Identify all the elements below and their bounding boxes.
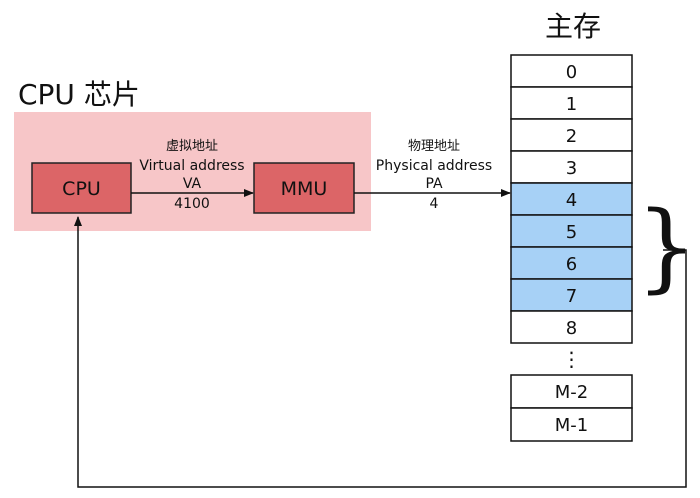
memory-cell-m-1-box bbox=[510, 407, 633, 442]
memory-cell-1-box bbox=[510, 86, 633, 120]
virtual-address-zh: 虚拟地址 bbox=[166, 139, 218, 154]
memory-cell-5-box bbox=[510, 214, 633, 248]
physical-address-value: 4 bbox=[430, 196, 439, 212]
memory-cell-m-1-label: M-1 bbox=[555, 415, 588, 436]
cpu-chip-title: CPU 芯片 bbox=[18, 78, 140, 111]
cpu-label: CPU bbox=[62, 178, 101, 200]
memory-cell-0-label: 0 bbox=[566, 62, 577, 83]
memory-ellipsis: ⋮ bbox=[562, 347, 582, 371]
memory-cell-m-2: M-2 bbox=[510, 374, 633, 409]
memory-cell-2-label: 2 bbox=[566, 126, 577, 147]
memory-cell-m-2-label: M-2 bbox=[555, 382, 588, 403]
memory-cell-6-box bbox=[510, 246, 633, 280]
curly-brace: } bbox=[636, 191, 697, 303]
memory-cell-5: 5 bbox=[510, 214, 633, 248]
memory-cell-6: 6 bbox=[510, 246, 633, 280]
memory-cell-3-box bbox=[510, 150, 633, 184]
memory-cell-5-label: 5 bbox=[566, 222, 577, 243]
memory-cell-2: 2 bbox=[510, 118, 633, 152]
memory-cell-0: 0 bbox=[510, 54, 633, 88]
memory-cell-8-box bbox=[510, 310, 633, 344]
cpu-box bbox=[31, 162, 132, 214]
memory-to-cpu-return-path bbox=[74, 216, 687, 488]
virtual-address-en: Virtual address bbox=[139, 158, 244, 174]
memory-cell-6-label: 6 bbox=[566, 254, 577, 275]
virtual-address-value: 4100 bbox=[174, 196, 210, 212]
memory-cell-4-box bbox=[510, 182, 633, 216]
memory-cell-3: 3 bbox=[510, 150, 633, 184]
memory-cell-8: 8 bbox=[510, 310, 633, 344]
memory-cell-m-1: M-1 bbox=[510, 407, 633, 442]
memory-cell-3-label: 3 bbox=[566, 158, 577, 179]
memory-cell-4-label: 4 bbox=[566, 190, 577, 211]
memory-cell-7: 7 bbox=[510, 278, 633, 312]
memory-cell-2-box bbox=[510, 118, 633, 152]
physical-address-en: Physical address bbox=[376, 158, 492, 174]
main-memory-title: 主存 bbox=[545, 10, 601, 43]
memory-cell-7-box bbox=[510, 278, 633, 312]
virtual-address-abbr: VA bbox=[183, 176, 202, 192]
memory-cell-m-2-box bbox=[510, 374, 633, 409]
mmu-box bbox=[253, 162, 355, 214]
memory-cell-4: 4 bbox=[510, 182, 633, 216]
memory-cell-7-label: 7 bbox=[566, 286, 577, 307]
memory-cell-0-box bbox=[510, 54, 633, 88]
memory-cell-1-label: 1 bbox=[566, 94, 577, 115]
memory-cell-1: 1 bbox=[510, 86, 633, 120]
physical-address-abbr: PA bbox=[425, 176, 443, 192]
memory-cell-8-label: 8 bbox=[566, 318, 577, 339]
physical-address-zh: 物理地址 bbox=[408, 139, 460, 154]
mmu-label: MMU bbox=[281, 178, 328, 200]
